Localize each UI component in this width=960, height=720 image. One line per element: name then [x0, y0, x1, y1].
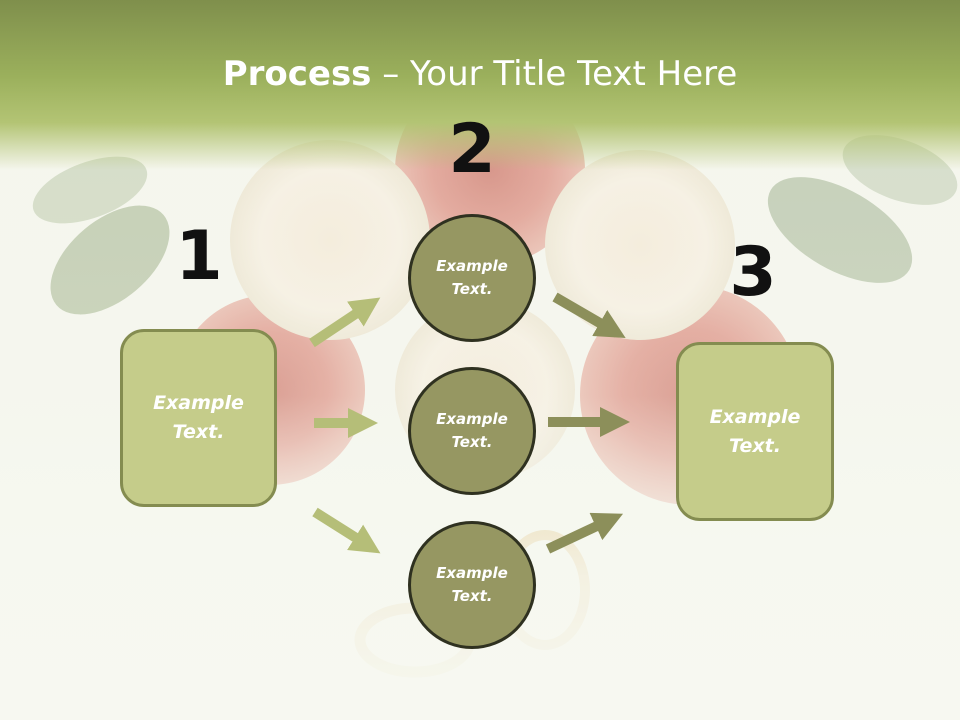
slide-title: Process – Your Title Text Here: [0, 52, 960, 96]
step-2-circle-middle[interactable]: Example Text.: [408, 367, 536, 495]
arrow-top-to-3: [552, 292, 626, 339]
step-1-label: Example Text.: [153, 392, 244, 443]
arrow-1-to-top: [309, 297, 381, 348]
step-2-circle-bottom[interactable]: Example Text.: [408, 521, 536, 649]
step-3-box[interactable]: Example Text.: [676, 342, 834, 521]
step-number-2: 2: [448, 110, 496, 189]
title-rest: – Your Title Text Here: [371, 54, 738, 94]
header-band: [0, 0, 960, 170]
step-2-circle-top[interactable]: Example Text.: [408, 214, 536, 342]
step-3-label: Example Text.: [709, 405, 801, 457]
circle-top-label: Example Text.: [436, 257, 508, 298]
circle-middle-label: Example Text.: [436, 410, 508, 451]
title-bold: Process: [222, 54, 372, 94]
arrow-bottom-to-3: [545, 512, 624, 554]
step-1-box[interactable]: Example Text.: [120, 329, 277, 507]
arrow-1-to-bottom: [312, 507, 381, 554]
circle-bottom-label: Example Text.: [436, 564, 508, 605]
step-number-3: 3: [729, 233, 777, 312]
step-number-1: 1: [175, 217, 223, 296]
